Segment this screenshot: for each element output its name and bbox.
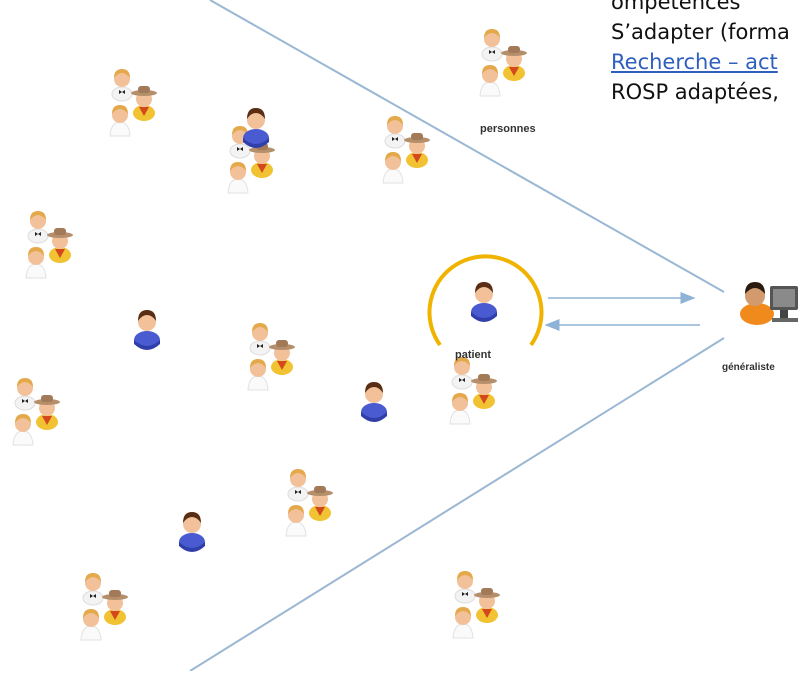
patient-person-icon [134, 310, 160, 350]
label-personnes: personnes [480, 123, 536, 135]
patient-highlight-arc [427, 254, 544, 347]
patient-person-icon [471, 282, 497, 322]
people-group-icon [449, 356, 498, 425]
people-group-icon [109, 68, 158, 137]
text-line-4: ROSP adaptées, [611, 80, 779, 104]
label-patient: patient [455, 349, 491, 361]
patient-person-icon [179, 512, 205, 552]
text-line-2: S’adapter (forma [611, 20, 790, 44]
people-group-icon [247, 322, 296, 391]
competences-text-block: ompétences S’adapter (forma Recherche – … [611, 0, 809, 107]
people-group-icon [285, 468, 334, 537]
label-generaliste: généraliste [722, 362, 775, 373]
funnel-line-top [209, 0, 725, 293]
people-group-icon [452, 570, 501, 639]
recherche-link[interactable]: Recherche – act [611, 50, 778, 74]
people-group-icon [80, 572, 129, 641]
people-group-icon [382, 115, 431, 184]
people-group-icon [12, 377, 61, 446]
patient-person-icon [361, 382, 387, 422]
text-line-1: ompétences [611, 0, 741, 14]
people-group-icon [479, 28, 528, 97]
people-group-icon [25, 210, 74, 279]
doctor-at-computer-icon [740, 282, 798, 325]
funnel-line-bottom [189, 337, 725, 672]
patient-person-icon [243, 108, 269, 148]
